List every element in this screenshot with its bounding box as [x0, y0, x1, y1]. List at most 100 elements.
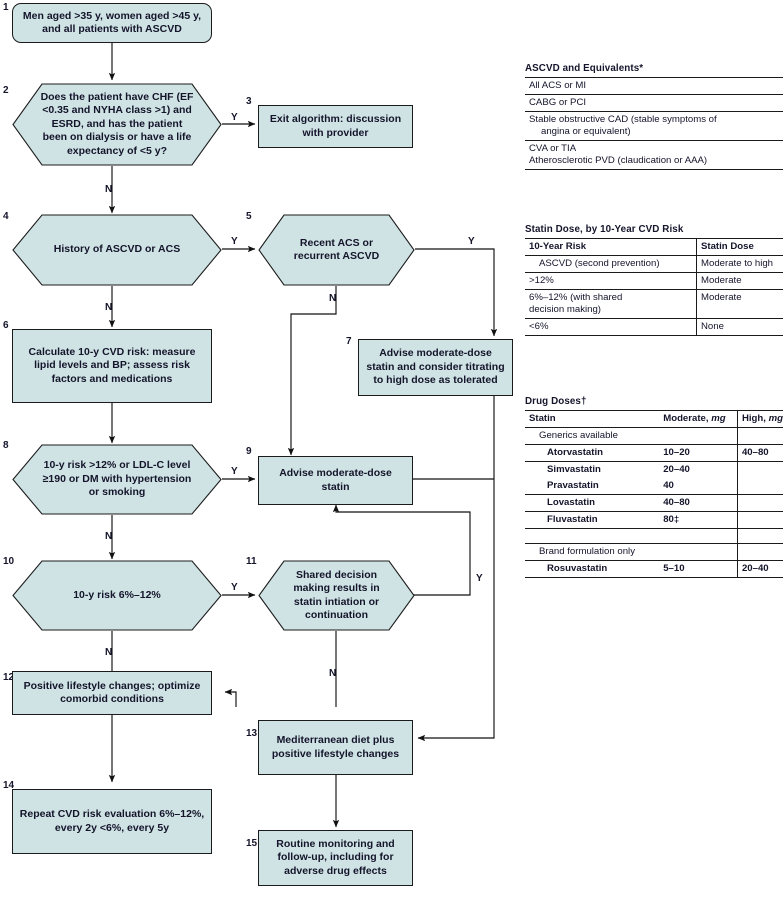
drug-header-high: High, mg [736, 410, 783, 428]
ascvd-row-1: CABG or PCI [525, 94, 783, 112]
ascvd-row-2: Stable obstructive CAD (stable symptoms … [525, 111, 783, 141]
step-number-13: 13 [246, 728, 258, 739]
table-row: >12% Moderate [525, 272, 783, 290]
table-header-row: Statin Moderate, mg High, mg [525, 410, 783, 428]
table-drug-doses-title: Drug Doses† [525, 396, 587, 407]
node-5-text: Recent ACS or recurrent ASCVD [293, 236, 380, 263]
step-number-3: 3 [246, 96, 252, 107]
table-row: CABG or PCI [525, 94, 783, 112]
drug-statin-1: Atorvastatin [525, 444, 660, 462]
node-9-advise-moderate-dose[interactable]: Advise moderate-dose statin [258, 456, 413, 505]
table-drug-doses: Drug Doses† Statin Moderate, mg High, mg… [525, 396, 783, 578]
step-number-7: 7 [346, 336, 352, 347]
drug-statin-6 [525, 528, 660, 544]
hexagon-shape [12, 214, 222, 286]
table-row: All ACS or MI [525, 78, 783, 95]
branch-label-2-no: N [105, 184, 113, 195]
table-statin-dose-title: Statin Dose, by 10-Year CVD Risk [525, 224, 684, 235]
table-row: Brand formulation only [525, 543, 783, 561]
table-row: Simvastatin 20–40 [525, 461, 783, 478]
step-number-12: 12 [3, 672, 15, 683]
step-number-8: 8 [3, 440, 9, 451]
table-row [525, 528, 783, 544]
drug-statin-8: Rosuvastatin [525, 560, 660, 578]
branch-label-11-no: N [329, 668, 337, 679]
statin-dose-risk-0: ASCVD (second prevention) [539, 258, 660, 269]
statin-dose-dose-3: None [696, 318, 783, 336]
step-number-4: 4 [3, 211, 9, 222]
ascvd-row-4: Atherosclerotic PVD (claudication or AAA… [529, 155, 708, 166]
ascvd-row-0: All ACS or MI [529, 80, 587, 91]
node-11-shared-decision[interactable]: Shared decision making results in statin… [258, 560, 415, 631]
drug-statin-3: Pravastatin [547, 480, 599, 491]
step-number-14: 14 [3, 780, 15, 791]
node-8-high-risk-decision[interactable]: 10-y risk >12% or LDL-C level ≥190 or DM… [12, 444, 222, 515]
node-2-chf-esrd-decision[interactable]: Does the patient have CHF (EF <0.35 and … [12, 83, 222, 166]
table-row: CVA or TIA [525, 140, 783, 155]
table-row: Rosuvastatin 5–10 20–40 [525, 560, 783, 578]
node-1-population[interactable]: Men aged >35 y, women aged >45 y, and al… [12, 3, 212, 43]
branch-label-2-yes: Y [231, 112, 238, 123]
node-1-text: Men aged >35 y, women aged >45 y, and al… [22, 9, 202, 36]
branch-label-4-no: N [105, 302, 113, 313]
table-row: Generics available [525, 427, 783, 445]
drug-high-3 [736, 478, 783, 495]
node-11-text: Shared decision making results in statin… [293, 568, 380, 622]
statin-dose-risk-2-line2: decision making) [529, 304, 601, 315]
node-4-history-ascvd-acs[interactable]: History of ASCVD or ACS [12, 214, 222, 286]
hexagon-shape [258, 214, 415, 286]
node-15-routine-monitoring[interactable]: Routine monitoring and follow-up, includ… [258, 830, 413, 886]
node-13-mediterranean-diet[interactable]: Mediterranean diet plus positive lifesty… [258, 720, 413, 775]
statin-dose-dose-2: Moderate [696, 289, 783, 319]
hexagon-shape [258, 560, 415, 631]
drug-high-1: 40–80 [736, 444, 783, 462]
table-row: Atherosclerotic PVD (claudication or AAA… [525, 155, 783, 170]
drug-moderate-7 [659, 543, 738, 561]
table-row: Fluvastatin 80‡ [525, 511, 783, 529]
table-row: ASCVD (second prevention) Moderate to hi… [525, 255, 783, 273]
drug-statin-7: Brand formulation only [525, 543, 660, 561]
table-row: 6%–12% (with shared decision making) Mod… [525, 289, 783, 319]
table-row: <6% None [525, 318, 783, 336]
drug-statin-5: Fluvastatin [525, 511, 660, 529]
table-ascvd-grid: All ACS or MI CABG or PCI Stable obstruc… [525, 77, 783, 170]
branch-label-10-no: N [105, 647, 113, 658]
node-2-text: Does the patient have CHF (EF <0.35 and … [40, 90, 194, 157]
drug-high-8: 20–40 [736, 560, 783, 578]
drug-statin-0: Generics available [525, 427, 660, 445]
drug-moderate-2: 20–40 [659, 461, 738, 478]
node-7-advise-moderate-titrate[interactable]: Advise moderate-dose statin and consider… [358, 339, 513, 396]
statin-dose-risk-2-line1: 6%–12% (with shared [529, 292, 623, 303]
step-number-6: 6 [3, 320, 9, 331]
hexagon-shape [12, 560, 222, 631]
drug-header-moderate: Moderate, mg [659, 410, 738, 428]
node-8-text: 10-y risk >12% or LDL-C level ≥190 or DM… [42, 459, 192, 499]
branch-label-5-yes: Y [468, 236, 475, 247]
drug-moderate-0 [659, 427, 738, 445]
statin-dose-risk-1: >12% [525, 272, 697, 290]
drug-moderate-3: 40 [663, 480, 674, 491]
step-number-5: 5 [246, 211, 252, 222]
node-12-lifestyle-changes[interactable]: Positive lifestyle changes; optimize com… [12, 671, 212, 715]
node-5-recent-acs[interactable]: Recent ACS or recurrent ASCVD [258, 214, 415, 286]
node-10-intermediate-risk[interactable]: 10-y risk 6%–12% [12, 560, 222, 631]
node-6-text: Calculate 10-y CVD risk: measure lipid l… [28, 345, 196, 385]
step-number-9: 9 [246, 446, 252, 457]
statin-dose-header-dose: Statin Dose [696, 238, 783, 256]
node-14-repeat-risk-evaluation[interactable]: Repeat CVD risk evaluation 6%–12%, every… [12, 789, 212, 854]
branch-label-8-yes: Y [231, 466, 238, 477]
drug-high-0 [736, 427, 783, 445]
node-3-text: Exit algorithm: discussion with provider [269, 113, 402, 139]
branch-label-10-yes: Y [231, 582, 238, 593]
table-header-row: 10-Year Risk Statin Dose [525, 238, 783, 256]
branch-label-4-yes: Y [231, 236, 238, 247]
node-3-exit-algorithm[interactable]: Exit algorithm: discussion with provider [258, 105, 413, 148]
node-6-calculate-risk[interactable]: Calculate 10-y CVD risk: measure lipid l… [12, 329, 212, 403]
node-10-text: 10-y risk 6%–12% [73, 588, 161, 601]
branch-label-11-yes: Y [476, 573, 483, 584]
drug-statin-4: Lovastatin [525, 494, 660, 512]
table-drug-doses-grid: Statin Moderate, mg High, mg Generics av… [525, 410, 783, 578]
ascvd-row-2-line1: Stable obstructive CAD (stable symptoms … [529, 114, 717, 125]
step-number-11: 11 [246, 556, 257, 567]
drug-high-2 [736, 461, 783, 478]
